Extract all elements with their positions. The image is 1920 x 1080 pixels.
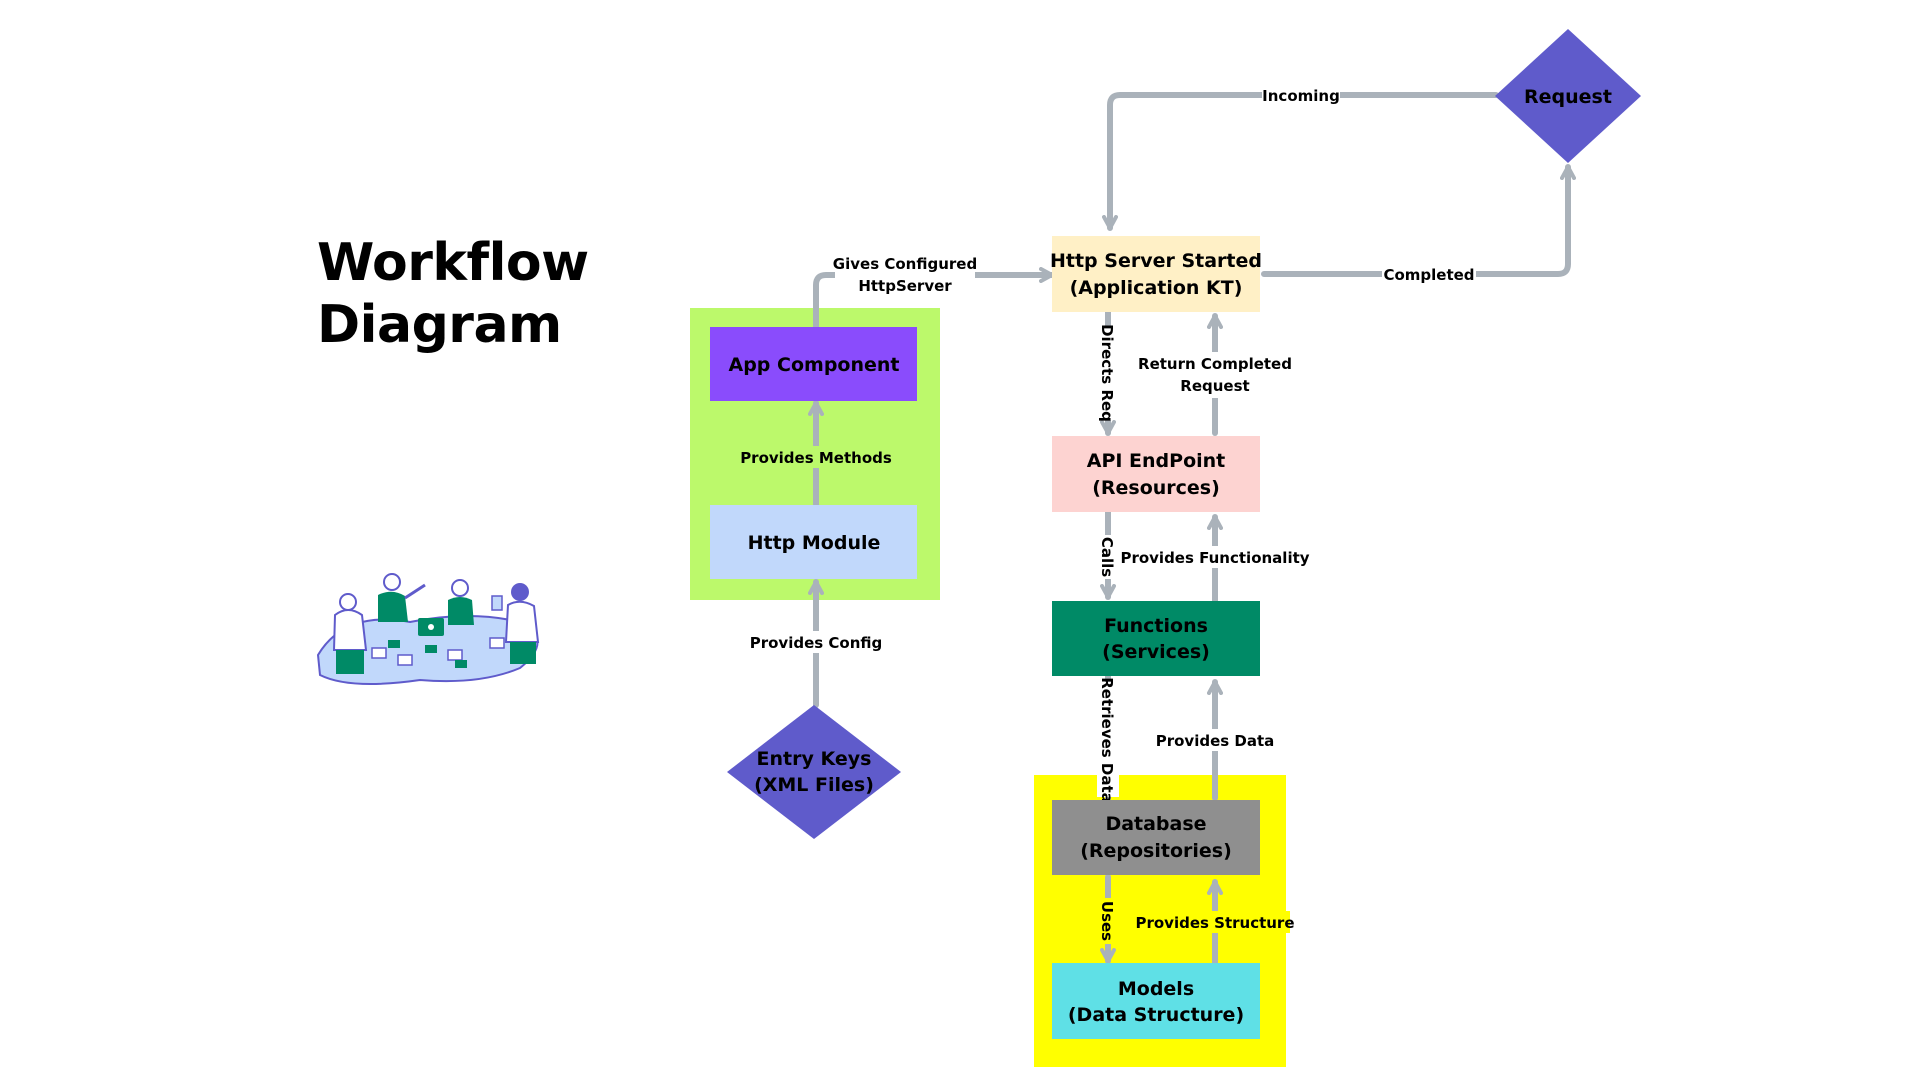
edge-gives-configured (813, 267, 1055, 330)
functions-line-2: (Services) (1102, 641, 1210, 663)
label-provides-structure: Provides Structure (1135, 914, 1294, 932)
label-return-completed-2: Request (1180, 377, 1249, 395)
functions-line-1: Functions (1104, 615, 1208, 637)
label-incoming: Incoming (1262, 87, 1340, 105)
label-gives-configured-2: HttpServer (858, 277, 952, 295)
label-provides-config: Provides Config (750, 634, 883, 652)
node-http-server[interactable]: Http Server Started (Application KT) (1050, 236, 1262, 312)
database-line-2: (Repositories) (1080, 840, 1232, 862)
label-gives-configured-1: Gives Configured (833, 255, 977, 273)
label-return-completed-1: Return Completed (1138, 355, 1292, 373)
title-line-2: Diagram (317, 295, 562, 355)
models-line-2: (Data Structure) (1068, 1004, 1244, 1026)
label-uses: Uses (1098, 901, 1116, 941)
models-line-1: Models (1118, 978, 1194, 1000)
node-models[interactable]: Models (Data Structure) (1052, 963, 1260, 1039)
http-server-line-1: Http Server Started (1050, 250, 1262, 272)
entry-keys-line-1: Entry Keys (757, 748, 872, 770)
app-component-label: App Component (729, 354, 900, 376)
page-title: Workflow Diagram (317, 232, 589, 356)
database-line-1: Database (1105, 813, 1206, 835)
node-app-component[interactable]: App Component (710, 327, 917, 401)
edge-completed (1261, 164, 1576, 277)
label-provides-methods: Provides Methods (740, 449, 892, 467)
api-endpoint-line-2: (Resources) (1092, 477, 1220, 499)
diamond-shape-icon (1495, 29, 1641, 163)
node-api-endpoint[interactable]: API EndPoint (Resources) (1052, 436, 1260, 512)
request-label: Request (1524, 86, 1612, 108)
edge-incoming (1102, 92, 1499, 231)
node-functions[interactable]: Functions (Services) (1052, 601, 1260, 676)
http-module-label: Http Module (748, 532, 881, 554)
http-server-line-2: (Application KT) (1070, 277, 1243, 299)
node-request[interactable]: Request (1495, 29, 1641, 163)
team-meeting-illustration-icon (316, 573, 540, 685)
label-calls: Calls (1098, 537, 1116, 577)
label-retrieves-data: Retrieves Data (1098, 677, 1116, 803)
api-endpoint-line-1: API EndPoint (1087, 450, 1226, 472)
label-provides-data: Provides Data (1156, 732, 1275, 750)
node-http-module[interactable]: Http Module (710, 505, 917, 579)
label-directs-req: Directs Req (1098, 324, 1116, 422)
title-line-1: Workflow (317, 233, 589, 293)
entry-keys-line-2: (XML Files) (754, 774, 874, 796)
label-provides-functionality: Provides Functionality (1120, 549, 1309, 567)
node-database[interactable]: Database (Repositories) (1052, 800, 1260, 875)
diamond-shape-icon (727, 705, 901, 839)
label-completed: Completed (1383, 266, 1474, 284)
node-entry-keys[interactable]: Entry Keys (XML Files) (727, 705, 901, 839)
